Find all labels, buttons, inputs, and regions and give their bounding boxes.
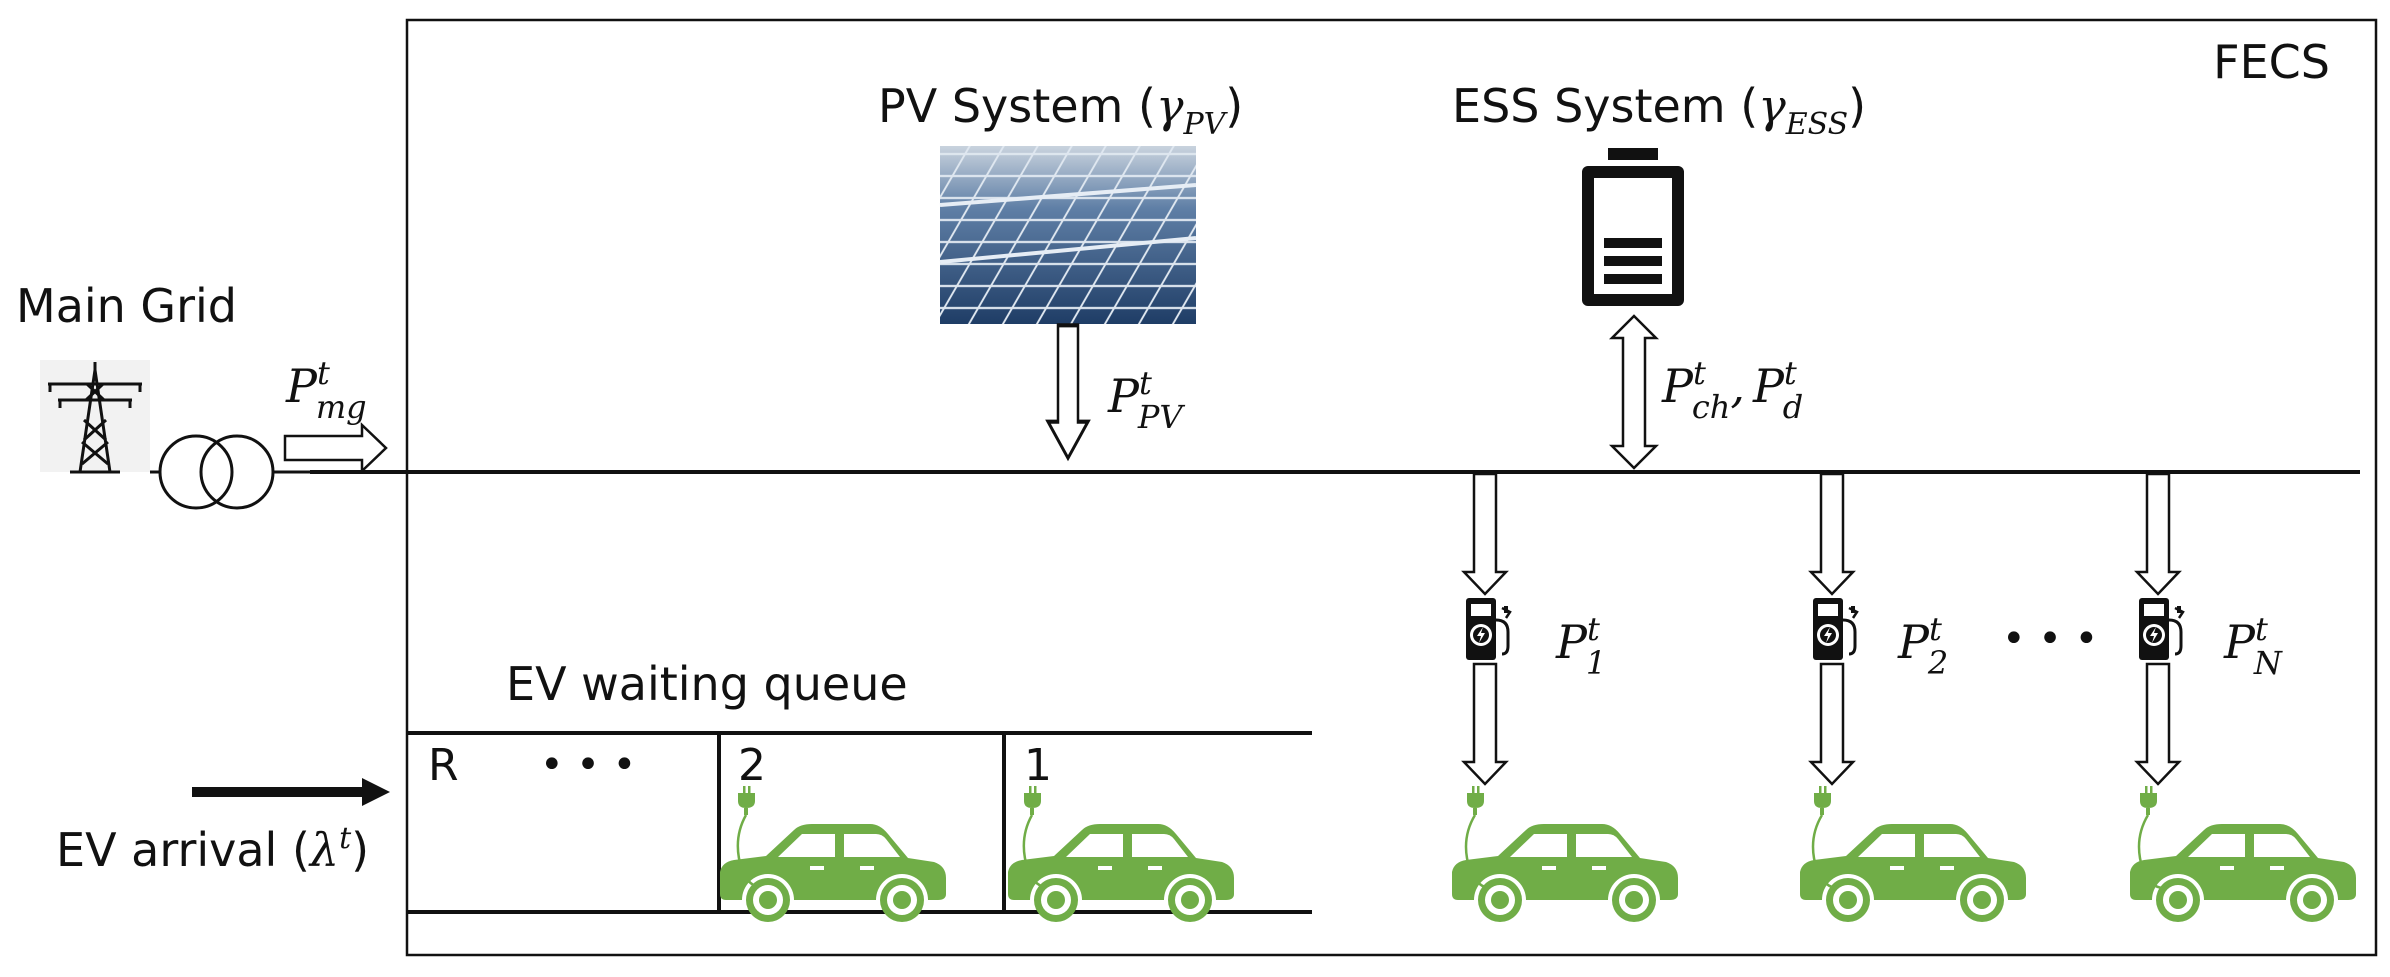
power-tower-icon [40, 360, 150, 474]
charger-column-1 [1452, 470, 1678, 922]
transformer-icon [158, 434, 275, 510]
charging-station-icon [1464, 596, 1512, 662]
pv-power-arrow [1048, 325, 1088, 458]
ess-power-arrow [1608, 314, 1660, 470]
car-icon [1800, 824, 2026, 922]
ev-arrival-arrow [192, 778, 390, 806]
car-icon [2130, 824, 2356, 922]
plug-icon [2140, 786, 2157, 815]
car-icon [1008, 824, 1234, 922]
ess-system-label: ESS System (γESS) [1452, 79, 1866, 142]
plug-icon [1467, 786, 1484, 815]
fecs-label: FECS [2213, 35, 2330, 89]
queue-slot-1: 1 [1024, 740, 1052, 791]
queue-ellipsis: • • • [540, 742, 636, 788]
charging-station-icon [2137, 596, 2185, 662]
queue-label: EV waiting queue [506, 657, 908, 711]
car-icon [1452, 824, 1678, 922]
charger-column-n [2130, 470, 2356, 922]
car-icon [720, 824, 946, 922]
queue-slot-2: 2 [738, 740, 766, 791]
grid-power-arrow [283, 422, 388, 474]
battery-icon [1582, 148, 1684, 306]
fecs-boundary [405, 18, 2378, 957]
charging-station-icon [1811, 596, 1859, 662]
plug-icon [1814, 786, 1831, 815]
queue-car-2 [720, 786, 946, 922]
pv-system-label: PV System (γPV) [878, 79, 1243, 142]
charger-ellipsis: • • • [2002, 616, 2098, 662]
ev-arrival-label: EV arrival (λt) [56, 821, 369, 877]
queue-slot-r: R [428, 740, 459, 791]
queue-car-1 [1008, 786, 1234, 922]
queue-box [407, 731, 1312, 914]
charger-column-2 [1800, 470, 2026, 922]
solar-panel-icon [939, 146, 1197, 324]
main-grid-label: Main Grid [16, 279, 237, 333]
